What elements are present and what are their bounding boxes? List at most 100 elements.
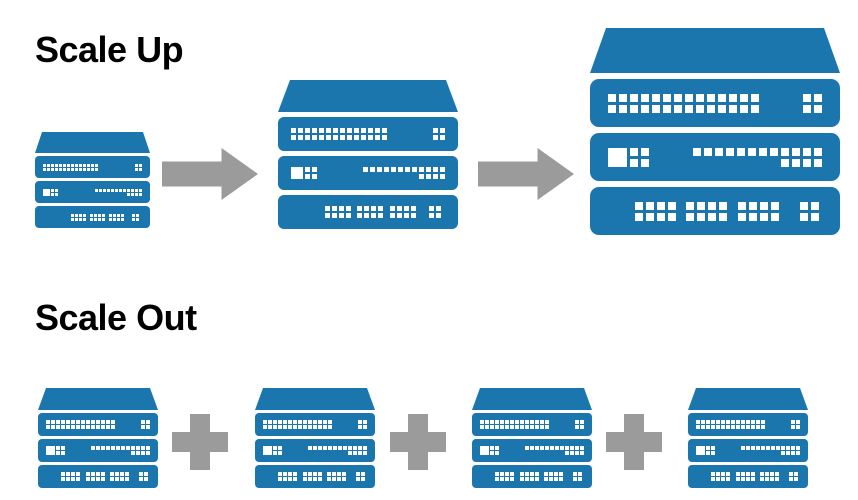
led-indicator	[328, 446, 332, 450]
led-indicator	[141, 446, 145, 450]
led-indicator	[774, 477, 779, 481]
led-indicator	[46, 425, 50, 429]
led-indicator	[737, 147, 745, 156]
led-pair-block	[273, 446, 282, 455]
led-indicator	[131, 217, 135, 221]
led-indicator	[46, 420, 50, 424]
led-indicator	[95, 193, 98, 196]
led-indicator	[495, 420, 499, 424]
led-indicator	[711, 425, 715, 429]
led-indicator	[123, 193, 126, 196]
led-indicator	[288, 477, 293, 481]
led-indicator	[510, 477, 515, 481]
led-indicator	[312, 477, 317, 481]
led-indicator	[101, 213, 105, 217]
led-indicator	[354, 135, 359, 140]
led-indicator	[573, 477, 578, 481]
led-indicator	[318, 420, 322, 424]
led-indicator	[66, 477, 71, 481]
led-indicator	[78, 217, 82, 221]
port-bank-4	[789, 472, 799, 481]
led-indicator	[131, 188, 134, 192]
led-indicator	[363, 420, 367, 424]
led-indicator	[398, 167, 403, 172]
led-indicator	[792, 158, 800, 167]
led-indicator	[803, 104, 811, 113]
led-strip-status	[575, 420, 584, 429]
led-indicator	[331, 213, 337, 218]
led-indicator	[298, 425, 302, 429]
led-indicator	[61, 420, 65, 424]
led-indicator	[630, 93, 638, 102]
led-indicator	[363, 174, 368, 179]
led-indicator	[76, 425, 80, 429]
port-bank-1	[324, 206, 351, 218]
led-indicator	[288, 425, 292, 429]
led-indicator	[55, 163, 58, 167]
led-indicator	[565, 451, 569, 455]
led-indicator	[789, 472, 794, 476]
led-indicator	[748, 147, 756, 156]
led-indicator	[112, 213, 116, 217]
led-indicator	[770, 201, 779, 210]
led-indicator	[323, 451, 327, 455]
led-indicator	[540, 420, 544, 424]
led-indicator	[685, 93, 693, 102]
led-indicator	[440, 135, 445, 140]
led-indicator	[313, 425, 317, 429]
port-panel-left-group	[291, 167, 317, 179]
led-indicator	[144, 477, 149, 481]
led-indicator	[500, 477, 505, 481]
led-indicator	[796, 446, 800, 450]
server-panel-top-led-strip	[38, 413, 158, 436]
led-indicator	[278, 420, 282, 424]
led-indicator	[740, 93, 748, 102]
led-indicator	[106, 451, 110, 455]
led-indicator	[263, 446, 272, 455]
led-indicator	[95, 477, 100, 481]
led-indicator	[85, 477, 90, 481]
led-indicator	[146, 420, 150, 424]
led-indicator	[578, 472, 583, 476]
led-indicator	[510, 420, 514, 424]
led-indicator	[751, 104, 759, 113]
led-indicator	[116, 217, 120, 221]
port-panel-right-group	[363, 167, 445, 179]
led-indicator	[120, 217, 124, 221]
led-indicator	[721, 420, 725, 424]
led-indicator	[545, 451, 549, 455]
led-indicator	[716, 420, 720, 424]
led-indicator	[786, 446, 790, 450]
led-indicator	[799, 201, 808, 210]
led-indicator	[324, 206, 330, 211]
led-indicator	[750, 472, 755, 476]
led-indicator	[115, 188, 118, 192]
led-indicator	[333, 128, 338, 133]
led-indicator	[378, 213, 384, 218]
server-top-cover	[255, 388, 375, 410]
port-bank-1	[495, 472, 515, 481]
led-indicator	[791, 420, 795, 424]
led-indicator	[319, 135, 324, 140]
led-indicator	[345, 213, 351, 218]
led-indicator	[495, 472, 500, 476]
led-indicator	[580, 446, 584, 450]
port-panel-left-group	[263, 446, 282, 455]
led-indicator	[796, 425, 800, 429]
led-indicator	[100, 472, 105, 476]
led-indicator	[146, 451, 150, 455]
led-indicator	[121, 446, 125, 450]
led-indicator	[305, 167, 310, 172]
led-indicator	[59, 163, 62, 167]
led-indicator	[298, 128, 303, 133]
led-indicator	[543, 477, 548, 481]
led-indicator	[403, 213, 409, 218]
led-indicator	[759, 159, 767, 167]
led-indicator	[135, 192, 138, 196]
led-indicator	[298, 135, 303, 140]
arrow-right-icon	[478, 148, 574, 200]
led-indicator	[761, 420, 765, 424]
led-indicator	[769, 477, 774, 481]
led-indicator	[718, 93, 726, 102]
